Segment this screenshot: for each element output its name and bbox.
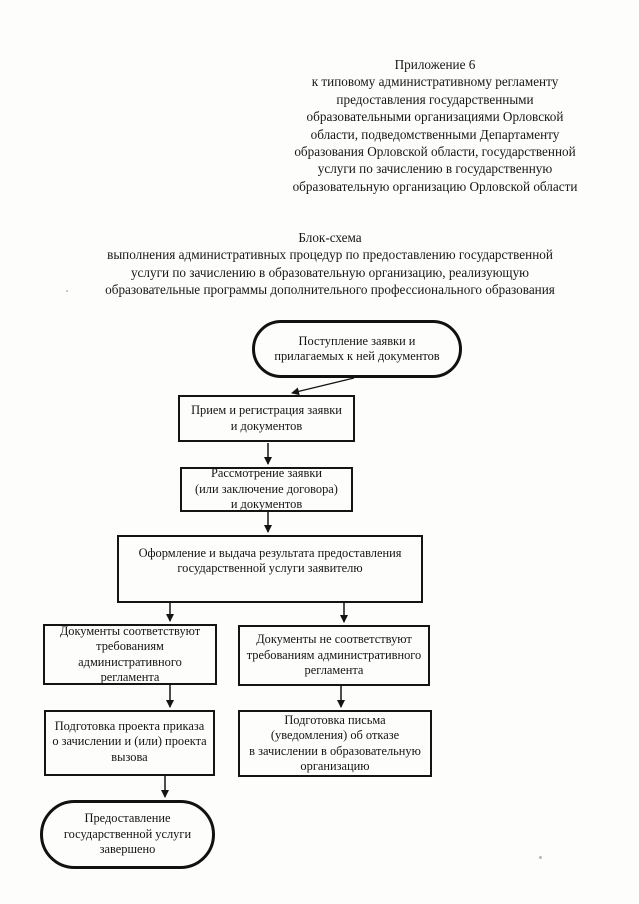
flowchart-node-review: Рассмотрение заявки (или заключение дого… <box>180 466 353 512</box>
flowchart-node-draft-order: Подготовка проекта приказа о зачислении … <box>44 710 215 776</box>
flowchart-node-docs-match: Документы соответствуют требованиям адми… <box>43 624 217 685</box>
flowchart-node-end: Предоставление государственной услуги за… <box>40 800 215 869</box>
appendix-header: Приложение 6 к типовому административном… <box>292 57 578 194</box>
flowchart-node-reception: Прием и регистрация заявки и документов <box>178 395 355 442</box>
flowchart-node-result: Оформление и выдача результата предостав… <box>117 535 423 603</box>
flowchart-node-end-label: Предоставление государственной услуги за… <box>63 811 192 857</box>
flowchart-node-refusal-letter-label: Подготовка письма (уведомления) об отказ… <box>249 712 421 773</box>
flowchart-node-result-label: Оформление и выдача результата предостав… <box>138 546 402 576</box>
flowchart-node-refusal-letter: Подготовка письма (уведомления) об отказ… <box>238 710 432 777</box>
flowchart-node-start: Поступление заявки и прилагаемых к ней д… <box>252 320 462 378</box>
flowchart-node-docs-match-label: Документы соответствуют требованиям адми… <box>59 623 201 684</box>
connector-start-to-reception <box>291 377 355 396</box>
diagram-title: Блок-схема выполнения административных п… <box>105 230 555 298</box>
flowchart-node-review-label: Рассмотрение заявки (или заключение дого… <box>195 466 338 512</box>
scan-speck <box>539 856 542 859</box>
flowchart-node-reception-label: Прием и регистрация заявки и документов <box>191 403 342 433</box>
flowchart-node-draft-order-label: Подготовка проекта приказа о зачислении … <box>52 719 207 764</box>
flowchart-node-start-label: Поступление заявки и прилагаемых к ней д… <box>274 333 440 363</box>
flowchart-node-docs-no-match-label: Документы не соответствуют требованиям а… <box>246 632 422 678</box>
flowchart-node-docs-no-match: Документы не соответствуют требованиям а… <box>238 625 430 686</box>
scan-speck <box>66 290 68 292</box>
